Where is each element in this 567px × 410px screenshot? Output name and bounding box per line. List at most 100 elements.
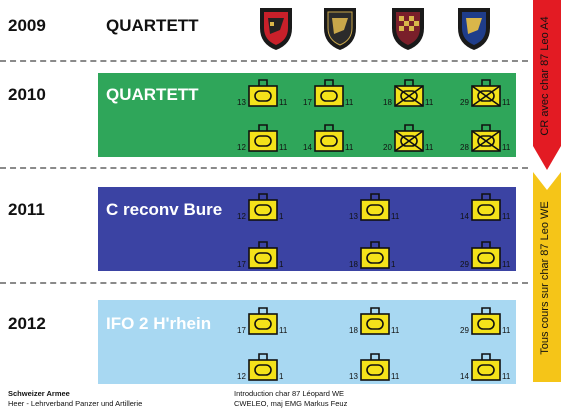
unit-right-number: 1 xyxy=(279,260,284,269)
tank-icon xyxy=(248,79,278,107)
unit-right-number: 11 xyxy=(345,143,354,152)
tank-icon xyxy=(248,353,278,381)
black-shield-emblem xyxy=(324,8,356,50)
unit-left-number: 29 xyxy=(460,326,469,335)
tank-unit-symbol: 29 11 xyxy=(460,78,520,110)
year-label: 2012 xyxy=(8,314,46,333)
tank-unit-symbol: 12 1 xyxy=(237,352,297,384)
unit-left-number: 14 xyxy=(303,143,312,152)
footer-center: Introduction char 87 Léopard WE CWELEO, … xyxy=(234,389,347,409)
tank-unit-symbol: 29 11 xyxy=(460,306,520,338)
crossed-tank-icon xyxy=(394,79,424,107)
unit-right-number: 11 xyxy=(425,143,434,152)
tank-unit-symbol: 12 1 xyxy=(237,192,297,224)
unit-left-number: 18 xyxy=(383,98,392,107)
tank-unit-symbol: 13 11 xyxy=(349,352,409,384)
unit-left-number: 13 xyxy=(349,372,358,381)
unit-right-number: 11 xyxy=(345,98,354,107)
separator-line xyxy=(0,60,528,62)
footer-intro: Introduction char 87 Léopard WE xyxy=(234,389,345,398)
unit-right-number: 11 xyxy=(391,372,400,381)
tank-icon xyxy=(314,124,344,152)
unit-left-number: 12 xyxy=(237,212,246,221)
unit-left-number: 17 xyxy=(237,260,246,269)
crossed-tank-icon xyxy=(394,124,424,152)
row-title: C reconv Bure xyxy=(106,200,223,219)
separator-line xyxy=(0,167,528,169)
row-title: IFO 2 H'rhein xyxy=(106,314,212,333)
tank-icon xyxy=(248,193,278,221)
tank-unit-symbol: 13 11 xyxy=(349,192,409,224)
tank-unit-symbol: 18 1 xyxy=(349,240,409,272)
unit-right-number: 11 xyxy=(425,98,434,107)
tank-unit-symbol: 14 11 xyxy=(460,192,520,224)
row-title: QUARTETT xyxy=(106,16,199,35)
unit-left-number: 14 xyxy=(460,372,469,381)
red-arrow-text: CR avec char 87 Leo A4 xyxy=(539,16,551,136)
yellow-arrow-text: Tous cours sur char 87 Leo WE xyxy=(539,201,551,355)
separator-line xyxy=(0,282,528,284)
tank-unit-symbol: 28 11 xyxy=(460,123,520,155)
unit-right-number: 11 xyxy=(391,212,400,221)
unit-left-number: 29 xyxy=(460,98,469,107)
unit-right-number: 1 xyxy=(279,372,284,381)
unit-left-number: 28 xyxy=(460,143,469,152)
checkered-shield-emblem xyxy=(392,8,424,50)
unit-right-number: 11 xyxy=(502,260,511,269)
unit-right-number: 11 xyxy=(502,326,511,335)
unit-left-number: 14 xyxy=(460,212,469,221)
footer-author: CWELEO, maj EMG Markus Feuz xyxy=(234,399,348,408)
year-label: 2011 xyxy=(8,200,45,219)
tank-icon xyxy=(471,193,501,221)
unit-left-number: 17 xyxy=(237,326,246,335)
tank-icon xyxy=(248,124,278,152)
year-label: 2009 xyxy=(8,16,46,35)
unit-right-number: 11 xyxy=(502,372,511,381)
footer-org: Schweizer Armee xyxy=(8,389,70,398)
unit-right-number: 11 xyxy=(502,212,511,221)
tank-unit-symbol: 17 1 xyxy=(237,240,297,272)
tank-unit-symbol: 29 11 xyxy=(460,240,520,272)
band-2011 xyxy=(98,187,516,271)
unit-right-number: 11 xyxy=(279,326,288,335)
year-label: 2010 xyxy=(8,85,46,104)
tank-icon xyxy=(314,79,344,107)
red-arrow xyxy=(533,0,561,170)
unit-left-number: 13 xyxy=(237,98,246,107)
crossed-tank-icon xyxy=(471,79,501,107)
tank-unit-symbol: 12 11 xyxy=(237,123,297,155)
unit-left-number: 13 xyxy=(349,212,358,221)
tank-icon xyxy=(360,307,390,335)
red-shield-emblem xyxy=(260,8,292,50)
unit-right-number: 11 xyxy=(279,98,288,107)
unit-left-number: 12 xyxy=(237,372,246,381)
tank-icon xyxy=(360,241,390,269)
tank-icon xyxy=(248,241,278,269)
unit-left-number: 20 xyxy=(383,143,392,152)
unit-left-number: 18 xyxy=(349,260,358,269)
unit-right-number: 1 xyxy=(279,212,284,221)
unit-right-number: 11 xyxy=(502,143,511,152)
unit-right-number: 11 xyxy=(279,143,288,152)
tank-icon xyxy=(471,307,501,335)
tank-icon xyxy=(360,353,390,381)
unit-right-number: 11 xyxy=(502,98,511,107)
unit-right-number: 11 xyxy=(391,326,400,335)
unit-left-number: 18 xyxy=(349,326,358,335)
unit-left-number: 12 xyxy=(237,143,246,152)
tank-icon xyxy=(471,353,501,381)
tank-icon xyxy=(471,241,501,269)
tank-icon xyxy=(360,193,390,221)
footer-unit: Heer - Lehrverband Panzer und Artillerie xyxy=(8,399,143,408)
footer-left: Schweizer Armee Heer - Lehrverband Panze… xyxy=(8,389,142,409)
unit-left-number: 29 xyxy=(460,260,469,269)
crossed-tank-icon xyxy=(471,124,501,152)
row-title: QUARTETT xyxy=(106,85,199,104)
unit-left-number: 17 xyxy=(303,98,312,107)
tank-unit-symbol: 14 11 xyxy=(460,352,520,384)
unit-right-number: 1 xyxy=(391,260,396,269)
